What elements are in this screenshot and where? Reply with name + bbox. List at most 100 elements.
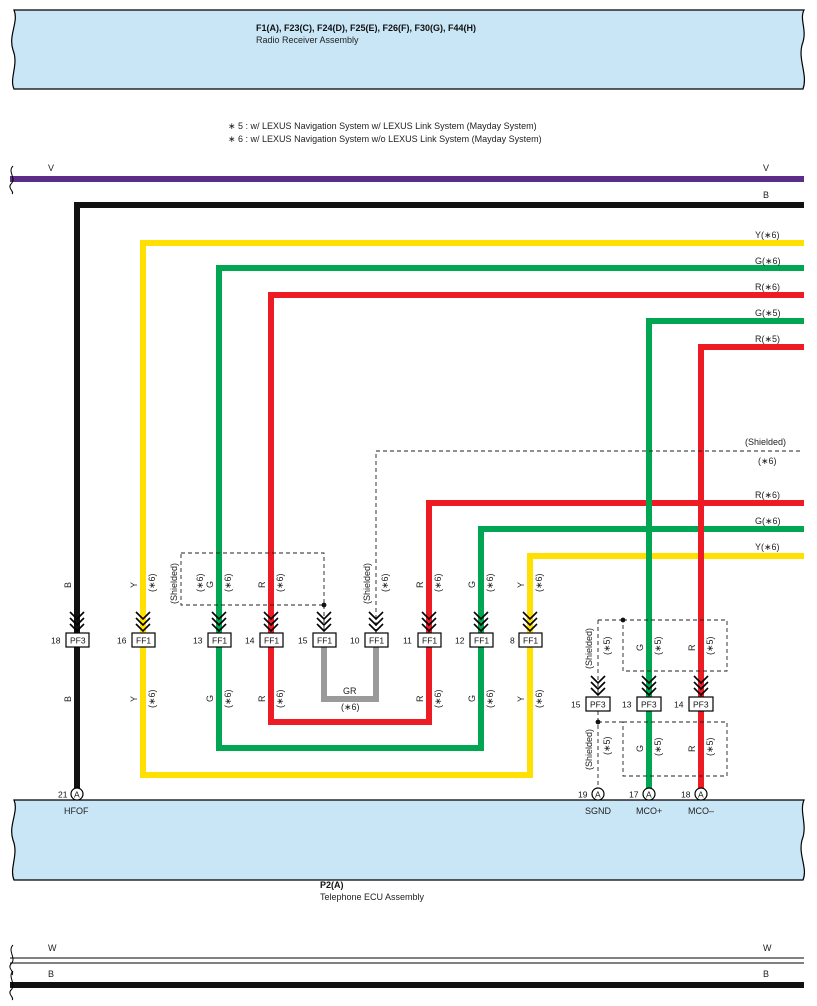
vlabel-r-pf3-top: R <box>687 644 697 651</box>
vlabel-g-pf3-top: G <box>635 644 645 651</box>
connector-pin: 11 <box>403 636 412 646</box>
break-mark-left-b <box>9 970 14 1001</box>
vlabel-r-6-bottom: (∗6) <box>275 689 285 708</box>
ff1-8-box <box>518 632 543 648</box>
label-w-right: W <box>763 943 772 953</box>
vlabel-g-pf3-top-5: (∗5) <box>653 636 663 655</box>
label-y6-top: Y(∗6) <box>755 230 780 240</box>
vlabel-g-pf3-bottom-5: (∗5) <box>653 737 663 756</box>
vlabel-r-mid-6-bottom: (∗6) <box>433 689 443 708</box>
vlabel-g-mid-bottom: G <box>467 695 477 702</box>
connector-pf3-14: PF3 14 <box>674 675 714 712</box>
vlabel-g-pf3-bottom: G <box>635 745 645 752</box>
vlabel-y-6-bottom: (∗6) <box>147 689 157 708</box>
ecu-pin-circle <box>70 787 84 801</box>
connector-pf3-13: PF3 13 <box>622 675 662 712</box>
label-gr: GR <box>343 686 357 696</box>
label-shielded-6: (∗6) <box>758 456 777 466</box>
pf3-15-box <box>585 696 611 712</box>
connector-pf3-15: PF3 15 <box>571 675 611 712</box>
label-r6-top: R(∗6) <box>755 282 780 292</box>
label-b-right: B <box>763 190 769 200</box>
vlabel-y-mid-6: (∗6) <box>534 573 544 592</box>
connector-pin: 15 <box>571 700 581 710</box>
wire-r5 <box>698 344 804 790</box>
connector-pin: 14 <box>674 700 684 710</box>
label-v-right: V <box>763 163 769 173</box>
connector-pf3-18: PF3 18 <box>51 611 90 648</box>
wire-g6-low <box>478 526 804 640</box>
label-r6-low: R(∗6) <box>755 490 780 500</box>
ff1-16-box <box>131 632 156 648</box>
ff1-13-box <box>207 632 232 648</box>
label-w-left: W <box>48 943 57 953</box>
connector-pin: 18 <box>51 636 61 646</box>
ecu-pin-circle <box>591 787 605 801</box>
connector-name: PF3 <box>641 700 657 710</box>
vlabel-y-top: Y <box>129 582 139 588</box>
connector-pin: 8 <box>510 636 515 646</box>
connector-name: PF3 <box>693 700 709 710</box>
arrow-ff1-16 <box>135 611 151 633</box>
radio-receiver-connectors: F1(A), F23(C), F24(D), F25(E), F26(F), F… <box>256 23 476 33</box>
vlabel-shielded-left: (Shielded) <box>169 563 179 604</box>
ecu-pin-letter: A <box>595 790 601 800</box>
ecu-pin-circle <box>694 787 708 801</box>
break-mark-left-w <box>9 944 14 976</box>
telephone-ecu-name: Telephone ECU Assembly <box>320 892 425 902</box>
vlabel-pf3-top-5: (∗5) <box>602 636 612 655</box>
label-shielded-right: (Shielded) <box>745 437 786 447</box>
connector-name: FF1 <box>317 636 332 646</box>
connector-ff1-12: FF1 12 <box>455 611 494 648</box>
radio-receiver-box <box>11 9 805 90</box>
connector-ff1-13: FF1 13 <box>193 611 232 648</box>
vlabel-r-mid-6: (∗6) <box>433 573 443 592</box>
ff1-12-box <box>469 632 494 648</box>
arrow-pf3-13 <box>641 675 657 697</box>
ecu-pin-number: 17 <box>629 790 639 800</box>
wire-r6-low <box>426 500 804 640</box>
arrow-pf3-18 <box>69 611 85 633</box>
ecu-pin-mco-plus: A 17 MCO+ <box>629 787 662 816</box>
vlabel-r-mid-bottom: R <box>415 695 425 702</box>
vlabel-g-6-bottom: (∗6) <box>223 689 233 708</box>
vlabel-y-mid-6-bottom: (∗6) <box>534 689 544 708</box>
vlabel-shielded-mid: (Shielded) <box>362 563 372 604</box>
note-6: ∗ 6 : w/ LEXUS Navigation System w/o LEX… <box>228 134 542 144</box>
vlabel-r-pf3-bottom-5: (∗5) <box>705 737 715 756</box>
arrow-pf3-15 <box>590 675 606 697</box>
connector-pin: 14 <box>245 636 255 646</box>
ecu-pin-hfof: A 21 HFOF <box>58 787 89 816</box>
ff1-10-box <box>364 632 389 648</box>
wire-gr-gray <box>321 640 379 702</box>
vlabel-r-pf3-top-5: (∗5) <box>705 636 715 655</box>
vlabel-y-6-top: (∗6) <box>147 573 157 592</box>
vlabel-g-mid-6: (∗6) <box>485 573 495 592</box>
vlabel-b-bottom: B <box>63 696 73 702</box>
vlabel-y-bottom: Y <box>129 696 139 702</box>
connector-ff1-8: FF1 8 <box>510 611 543 648</box>
wire-y-loop <box>140 640 533 778</box>
wire-b-black <box>74 202 804 790</box>
vlabel-shielded-mid-6: (∗6) <box>380 573 390 592</box>
ff1-14-box <box>259 632 284 648</box>
shielded-line-top <box>375 450 800 634</box>
label-b-bottom-left: B <box>48 969 54 979</box>
ecu-pin-mco-minus: A 18 MCO– <box>681 787 714 816</box>
vlabel-r-6-top: (∗6) <box>275 573 285 592</box>
connector-name: FF1 <box>369 636 384 646</box>
ecu-pin-signal: MCO+ <box>636 806 662 816</box>
wire-g-loop <box>216 640 484 751</box>
pf3-13-box <box>636 696 662 712</box>
connector-ff1-16: FF1 16 <box>117 611 156 648</box>
vlabel-g-mid: G <box>467 581 477 588</box>
arrow-ff1-15 <box>316 611 332 633</box>
wire-g5 <box>646 318 804 790</box>
ecu-pin-signal: MCO– <box>688 806 714 816</box>
ecu-pin-signal: SGND <box>585 806 612 816</box>
connector-ff1-11: FF1 11 <box>403 611 442 648</box>
connector-name: FF1 <box>136 636 151 646</box>
ecu-pin-number: 19 <box>578 790 588 800</box>
arrow-pf3-14 <box>693 675 709 697</box>
vlabel-shielded-pf3-top: (Shielded) <box>584 628 594 669</box>
